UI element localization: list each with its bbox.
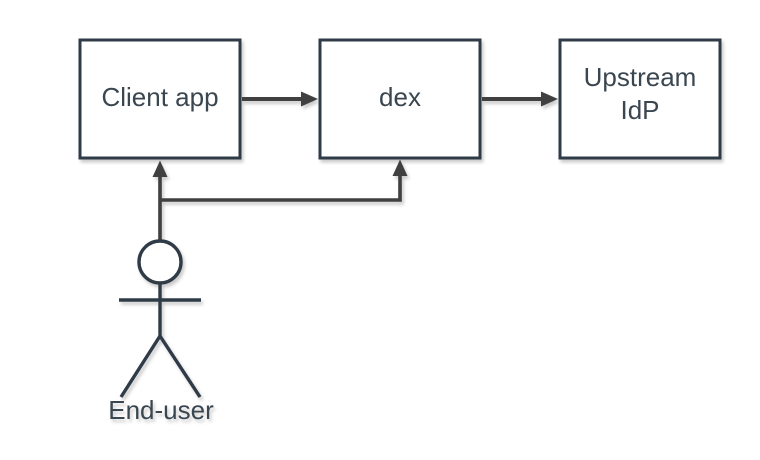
edge-user-to-client	[152, 160, 168, 241]
actor-end-user	[119, 239, 202, 398]
node-client-app: Client app	[78, 38, 242, 160]
client-app-box	[78, 38, 242, 160]
actor-right-leg	[158, 335, 202, 398]
arrowhead-icon	[541, 91, 558, 107]
upstream-idp-label-line1: Upstream	[584, 62, 697, 92]
node-upstream-idp: Upstream IdP	[558, 38, 722, 160]
upstream-idp-label-line2: IdP	[620, 95, 659, 125]
dex-label: dex	[379, 82, 421, 112]
arrowhead-icon	[152, 160, 168, 177]
actor-head	[137, 239, 183, 285]
edge-line	[160, 172, 402, 202]
actor-left-leg	[119, 335, 162, 398]
edge-user-to-dex	[160, 159, 408, 202]
arrowhead-icon	[301, 91, 318, 107]
client-app-label: Client app	[101, 82, 218, 112]
edge-dex-to-idp	[482, 91, 558, 107]
upstream-idp-box	[558, 38, 722, 160]
dex-box	[318, 38, 482, 160]
node-dex: dex	[318, 38, 482, 160]
edge-client-to-dex	[242, 91, 318, 107]
end-user-label: End-user	[108, 395, 214, 425]
arrowhead-icon	[392, 159, 408, 176]
